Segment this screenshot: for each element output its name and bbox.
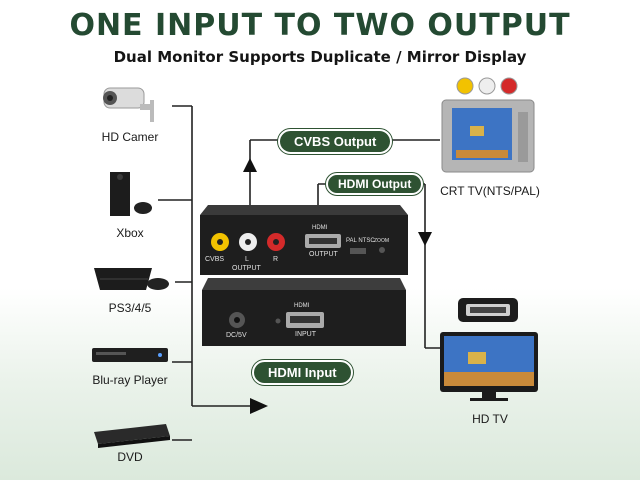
zoom-caption: ZOOM <box>374 238 389 244</box>
source-label-xbox: Xbox <box>116 226 144 240</box>
input-arrow-icon <box>250 398 268 414</box>
cvbs-output-badge: CVBS Output <box>278 129 393 154</box>
port-caption-cvbs: CVBS <box>205 256 225 263</box>
hd-tv-icon <box>440 332 538 401</box>
crt-tv-icon <box>441 77 535 173</box>
rca-output-caption: OUTPUT <box>232 265 261 272</box>
hdmi-down-arrow-icon <box>418 232 432 246</box>
rca-red-plug-icon <box>500 77 518 95</box>
hd-tv-label: HD TV <box>472 412 508 426</box>
source-label-bluray: Blu-ray Player <box>92 373 168 387</box>
port-caption-r: R <box>273 256 279 263</box>
pal-ntsc-switch-icon <box>350 248 366 254</box>
page-title: ONE INPUT TO TWO OUTPUT <box>69 8 571 43</box>
rca-white-plug-icon <box>478 77 496 95</box>
page-subtitle: Dual Monitor Supports Duplicate / Mirror… <box>113 48 527 66</box>
camera-icon <box>103 87 154 122</box>
source-label-hd-camer: HD Camer <box>101 130 159 144</box>
cvbs-up-arrow-icon <box>243 158 257 172</box>
hdmi-output-badge: HDMI Output <box>326 173 424 195</box>
converter-output-panel <box>200 205 408 275</box>
dvd-player-icon <box>94 424 170 448</box>
dc-power-caption: DC/5V <box>226 332 247 339</box>
zoom-button-icon <box>379 247 385 253</box>
hdmi-output-caption: OUTPUT <box>309 251 338 258</box>
source-label-ps: PS3/4/5 <box>108 301 152 315</box>
xbox-console-icon <box>110 172 152 216</box>
hdmi-input-badge: HDMI Input <box>252 360 353 385</box>
source-bracket <box>158 105 255 441</box>
bluray-player-icon <box>92 348 168 362</box>
converter-input-panel <box>202 278 406 346</box>
ps-console-icon <box>94 268 169 290</box>
hdmi-output-tag: HDMI <box>312 225 328 231</box>
hdmi-input-tag: HDMI <box>294 303 310 309</box>
rca-yellow-plug-icon <box>456 77 474 95</box>
source-label-dvd: DVD <box>117 450 143 464</box>
hdmi-input-caption: INPUT <box>295 331 316 338</box>
hdmi-plug-icon <box>458 298 518 322</box>
pal-ntsc-caption: PAL NTSC <box>346 238 375 244</box>
port-caption-l: L <box>245 256 249 263</box>
crt-tv-label: CRT TV(NTS/PAL) <box>440 184 540 198</box>
